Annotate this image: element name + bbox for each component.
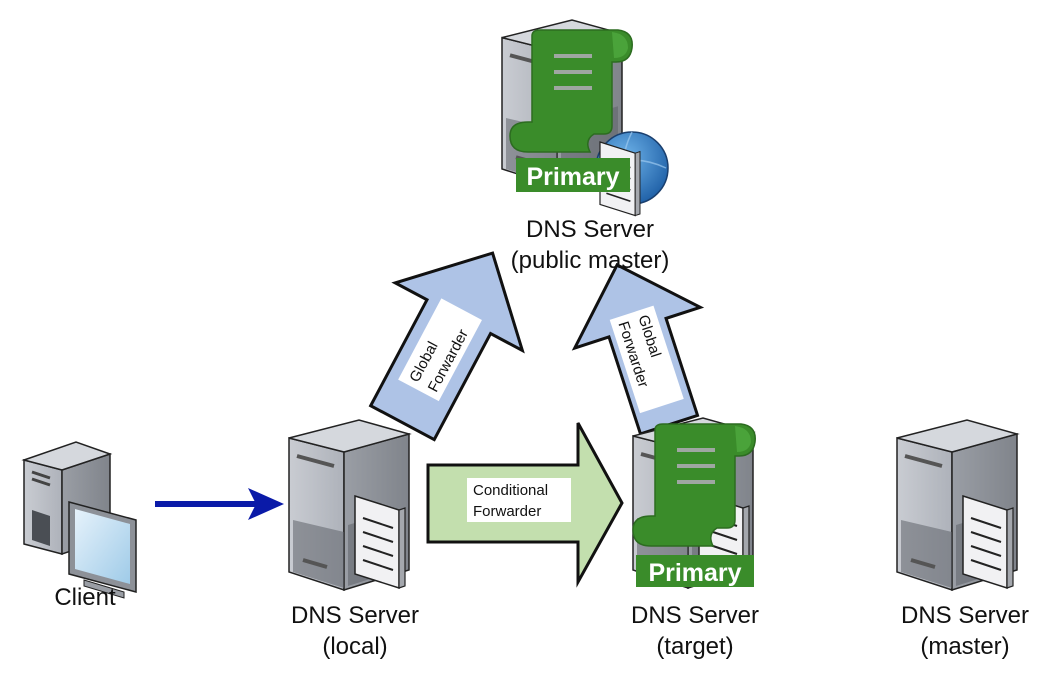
dns-server-master-label: DNS Server (master) (880, 600, 1050, 662)
public-master-primary-badge: Primary (526, 163, 619, 191)
client-computer-icon[interactable] (21, 441, 137, 599)
public-master-label-line1: DNS Server (525, 216, 655, 243)
dns-server-local-label: DNS Server (local) (270, 600, 440, 662)
master-label-line2: (master) (920, 633, 1010, 660)
dns-server-public-master-icon[interactable]: Primary (500, 18, 669, 217)
target-primary-badge: Primary (648, 559, 741, 587)
client-label-text: Client (54, 584, 116, 611)
local-label-line1: DNS Server (290, 602, 420, 629)
conditional-forwarder-label-line2: Forwarder (473, 503, 541, 520)
global-forwarder-arrow-right: Global Forwarder (571, 262, 705, 436)
master-label-line1: DNS Server (900, 602, 1030, 629)
client-to-local-arrow (155, 488, 284, 520)
target-label-line1: DNS Server (630, 602, 760, 629)
dns-server-public-master-label: DNS Server (public master) (490, 214, 690, 276)
dns-server-master-icon[interactable] (895, 418, 1019, 592)
dns-server-target-label: DNS Server (target) (610, 600, 780, 662)
global-forwarder-arrow-left: Global Forwarder (368, 251, 525, 442)
target-label-line2: (target) (656, 633, 734, 660)
conditional-forwarder-arrow: Conditional Forwarder (426, 422, 624, 588)
conditional-forwarder-label-line1: Conditional (473, 482, 548, 499)
dns-server-target-icon[interactable]: Primary (631, 416, 758, 590)
public-master-label-line2: (public master) (510, 247, 670, 274)
dns-server-local-icon[interactable] (287, 418, 411, 592)
client-label: Client (40, 582, 130, 613)
local-label-line2: (local) (322, 633, 388, 660)
